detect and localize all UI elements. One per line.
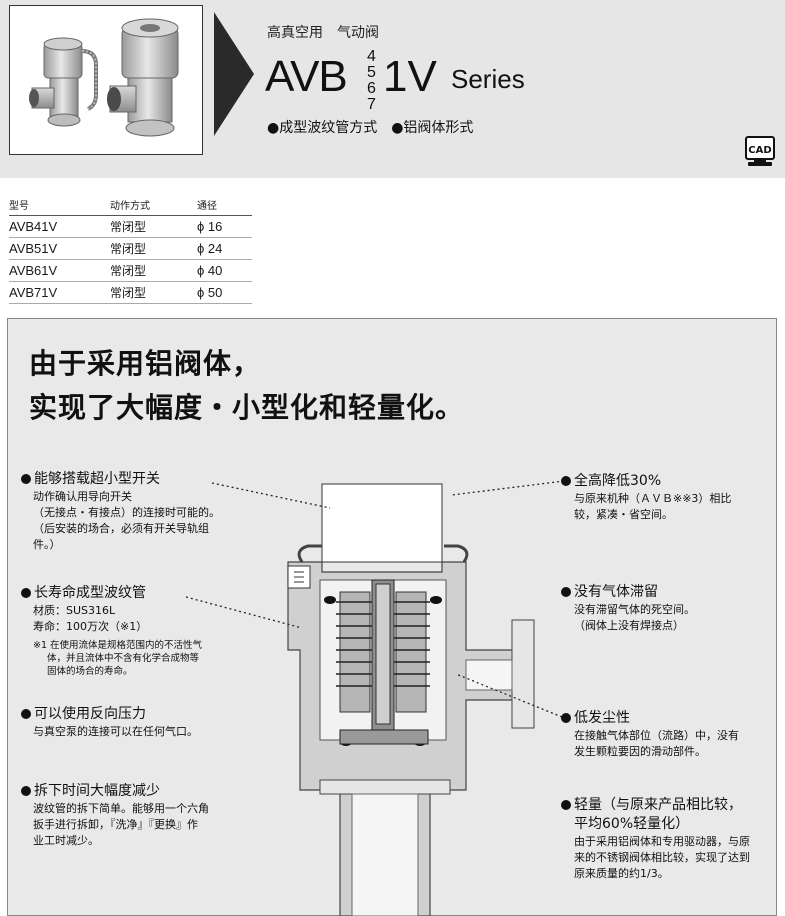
callout-switch: 能够搭载超小型开关 动作确认用导向开关 （无接点・有接点）的连接时可能的。 （后… — [21, 470, 261, 553]
cell-action: 常闭型 — [110, 237, 197, 260]
callout-height-title: 全高降低30% — [561, 472, 776, 490]
stem-core — [375, 583, 391, 725]
valve-cross-section-diagram — [287, 483, 535, 916]
callout-reverse-title: 可以使用反向压力 — [21, 705, 261, 723]
cell-bore: ϕ 16 — [197, 215, 252, 238]
callout-weight: 轻量（与原来产品相比较， 平均60%轻量化） 由于采用铝阀体和专用驱动器，与原 … — [561, 796, 776, 882]
callout-removal: 拆下时间大幅度减少 波纹管的拆下简单。能够用一个六角 扳手进行拆卸，『洗净』『更… — [21, 782, 261, 849]
cell-bore: ϕ 40 — [197, 259, 252, 282]
bullet-icon — [21, 588, 31, 598]
callout-switch-title: 能够搭载超小型开关 — [21, 470, 261, 488]
callout-bellows-title: 长寿命成型波纹管 — [21, 584, 261, 602]
headline-line-2: 实现了大幅度・小型化和轻量化。 — [29, 391, 465, 424]
model-digit-stack: 4 5 6 7 — [367, 48, 376, 113]
bullet-icon — [21, 786, 31, 796]
headline: 由于采用铝阀体， 实现了大幅度・小型化和轻量化。 — [29, 342, 464, 430]
o-ring — [430, 596, 442, 604]
product-photo-image — [29, 18, 179, 137]
svg-text:CAD: CAD — [748, 145, 771, 156]
series-word: Series — [451, 64, 525, 94]
callout-stagnation-title: 没有气体滞留 — [561, 583, 776, 601]
valve-seat — [339, 729, 429, 745]
callout-removal-title: 拆下时间大幅度减少 — [21, 782, 261, 800]
cell-model: AVB61V — [9, 259, 110, 282]
callout-height: 全高降低30% 与原来机种（ＡＶＢ※※3）相比 较，紧凑・省空间。 — [561, 472, 776, 523]
bullet-icon — [561, 800, 571, 810]
o-ring — [324, 596, 336, 604]
headline-line-1: 由于采用铝阀体， — [29, 347, 262, 380]
cell-model: AVB51V — [9, 237, 110, 260]
arrow-right-icon — [214, 12, 254, 136]
product-photo — [9, 5, 203, 155]
side-port — [465, 659, 513, 691]
product-category: 高真空用 气动阀 — [267, 25, 379, 41]
bullet-icon — [21, 709, 31, 719]
feature-summary: ●成型波纹管方式 ●铝阀体形式 — [267, 120, 474, 136]
bellows — [336, 591, 430, 713]
cell-bore: ϕ 50 — [197, 281, 252, 304]
bullet-icon — [561, 476, 571, 486]
model-prefix: AVB — [265, 52, 348, 101]
table-row: AVB51V 常闭型 ϕ 24 — [9, 237, 252, 260]
table-row: AVB71V 常闭型 ϕ 50 — [9, 281, 252, 304]
bullet-icon — [21, 474, 31, 484]
callout-dust-title: 低发尘性 — [561, 709, 776, 727]
bullet-icon — [561, 713, 571, 723]
callout-weight-title: 轻量（与原来产品相比较， — [561, 796, 776, 814]
callout-bellows: 长寿命成型波纹管 材质：SUS316L 寿命：100万次（※1） ※1 在使用流… — [21, 584, 261, 678]
cell-action: 常闭型 — [110, 215, 197, 238]
model-suffix: 1V — [383, 52, 437, 101]
cell-action: 常闭型 — [110, 281, 197, 304]
spec-table: 型号 动作方式 通径 AVB41V 常闭型 ϕ 16 AVB51V 常闭型 ϕ … — [9, 197, 252, 304]
col-header-action: 动作方式 — [110, 197, 197, 216]
cell-model: AVB41V — [9, 215, 110, 238]
cell-action: 常闭型 — [110, 259, 197, 282]
spec-table-header: 型号 动作方式 通径 — [9, 197, 252, 216]
bullet-icon — [561, 587, 571, 597]
table-row: AVB41V 常闭型 ϕ 16 — [9, 215, 252, 238]
callout-stagnation: 没有气体滞留 没有滞留气体的死空间。 （阀体上没有焊接点） — [561, 583, 776, 634]
callout-dust: 低发尘性 在接触气体部位（流路）中，没有 发生颗粒要因的滑动部件。 — [561, 709, 776, 760]
bottom-port — [351, 793, 419, 916]
col-header-model: 型号 — [9, 197, 110, 216]
callout-reverse: 可以使用反向压力 与真空泵的连接可以在任何气口。 — [21, 705, 261, 740]
cad-icon[interactable]: CAD — [744, 136, 776, 168]
col-header-bore: 通径 — [197, 197, 252, 216]
cell-bore: ϕ 24 — [197, 237, 252, 260]
table-row: AVB61V 常闭型 ϕ 40 — [9, 259, 252, 282]
cell-model: AVB71V — [9, 281, 110, 304]
actuator-cover — [321, 483, 443, 563]
